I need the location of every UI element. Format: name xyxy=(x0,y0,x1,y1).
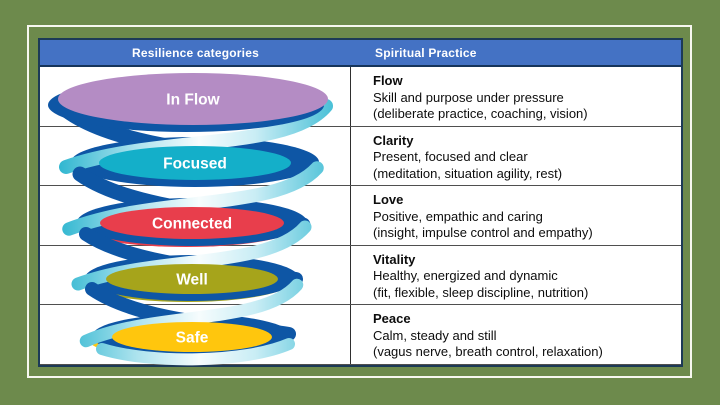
practice-line1: Positive, empathic and caring xyxy=(373,208,543,224)
practice-line2: (meditation, situation agility, rest) xyxy=(373,165,563,181)
category-cell-in-flow xyxy=(40,67,351,126)
table-row: Love Positive, empathic and caring (insi… xyxy=(40,186,681,246)
practice-line1: Healthy, energized and dynamic xyxy=(373,268,558,284)
table-row: Flow Skill and purpose under pressure (d… xyxy=(40,67,681,127)
header-resilience-categories: Resilience categories xyxy=(132,45,259,60)
practice-cell-clarity: Clarity Present, focused and clear (medi… xyxy=(351,127,681,186)
practice-cell-peace: Peace Calm, steady and still (vagus nerv… xyxy=(351,305,681,364)
practice-title: Flow xyxy=(373,73,403,88)
practice-cell-love: Love Positive, empathic and caring (insi… xyxy=(351,186,681,245)
table-header: Resilience categories Spiritual Practice xyxy=(40,40,681,67)
practice-title: Clarity xyxy=(373,132,414,148)
practice-line2: (fit, flexible, sleep discipline, nutrit… xyxy=(373,284,589,300)
practice-title: Vitality xyxy=(373,251,416,267)
practice-line2: (insight, impulse control and empathy) xyxy=(373,225,593,241)
table-row: Vitality Healthy, energized and dynamic … xyxy=(40,245,681,306)
table-row: Peace Calm, steady and still (vagus nerv… xyxy=(40,305,681,365)
practice-line1: Calm, steady and still xyxy=(373,327,497,343)
slide-inner-frame xyxy=(27,25,692,378)
practice-title: Love xyxy=(373,192,404,208)
resilience-table: Resilience categories Spiritual Practice… xyxy=(38,38,683,367)
header-spiritual-practice: Spiritual Practice xyxy=(375,45,477,60)
practice-line1: Skill and purpose under pressure xyxy=(373,89,564,105)
practice-cell-flow: Flow Skill and purpose under pressure (d… xyxy=(351,67,681,126)
practice-line1: Present, focused and clear xyxy=(373,149,528,165)
category-cell-well xyxy=(40,245,351,305)
table-row: Clarity Present, focused and clear (medi… xyxy=(40,126,681,187)
category-cell-focused xyxy=(40,126,351,186)
practice-line2: (deliberate practice, coaching, vision) xyxy=(373,106,588,121)
category-cell-safe xyxy=(40,305,351,364)
table-body: Flow Skill and purpose under pressure (d… xyxy=(40,67,681,366)
practice-title: Peace xyxy=(373,311,411,327)
practice-cell-vitality: Vitality Healthy, energized and dynamic … xyxy=(351,246,681,305)
category-cell-connected xyxy=(40,186,351,245)
practice-line2: (vagus nerve, breath control, relaxation… xyxy=(373,344,603,360)
